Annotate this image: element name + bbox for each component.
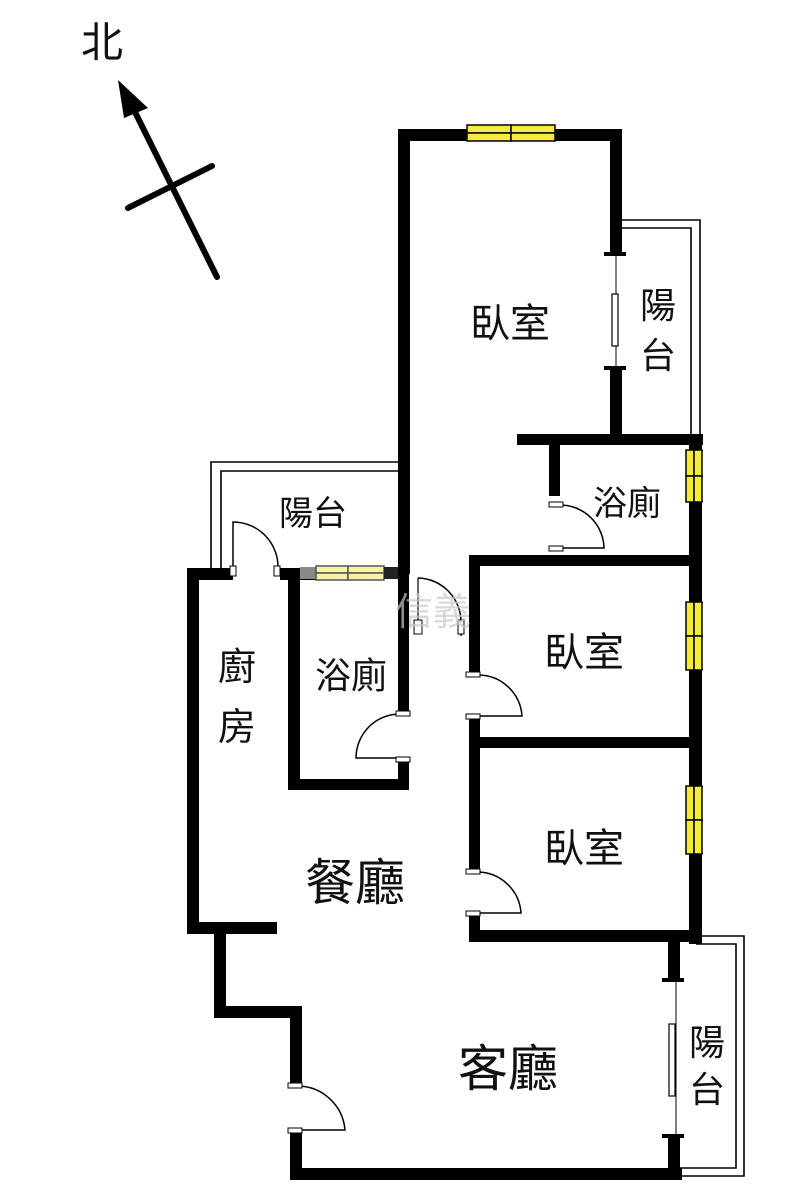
- window-bedroom-2: [685, 601, 703, 671]
- door-kitchen-balcony: [229, 521, 281, 577]
- room-label-back-balcony: 陽台: [279, 494, 347, 534]
- room-label-master-balcony-1: 陽: [640, 286, 676, 327]
- room-label-living-room: 客廳: [458, 1040, 558, 1098]
- door-master-bath: [548, 501, 605, 552]
- door-entrance: [287, 1082, 346, 1134]
- door-bedroom-2: [465, 671, 523, 720]
- room-label-living-balcony-1: 陽: [689, 1023, 725, 1064]
- window-master-north: [466, 124, 556, 142]
- north-label: 北: [81, 18, 123, 67]
- room-label-master-bedroom: 臥室: [470, 301, 550, 347]
- door-common-bath: [355, 710, 411, 763]
- room-label-dining-room: 餐廳: [305, 854, 405, 912]
- windows: [300, 124, 703, 855]
- window-bedroom-3: [685, 785, 703, 855]
- room-label-master-balcony-2: 台: [640, 336, 676, 377]
- window-master-bath: [685, 449, 703, 503]
- room-label-bedroom-2: 臥室: [544, 630, 624, 676]
- balcony-rails: [210, 219, 745, 1177]
- room-label-master-bath: 浴廁: [593, 484, 661, 524]
- room-label-kitchen-2: 房: [218, 705, 256, 749]
- room-label-common-bath: 浴廁: [315, 656, 387, 697]
- north-arrow-icon: [118, 80, 220, 280]
- room-label-bedroom-3: 臥室: [544, 826, 624, 872]
- sliding-door-living-balcony: [662, 978, 684, 1138]
- door-bedroom-3: [465, 868, 522, 917]
- room-label-kitchen-1: 廚: [218, 645, 256, 689]
- doors: [229, 501, 605, 1134]
- window-common-bath: [300, 565, 398, 581]
- room-label-living-balcony-2: 台: [689, 1070, 725, 1111]
- watermark: 信義: [395, 590, 471, 634]
- door-hall: [413, 577, 465, 636]
- walls: [187, 129, 703, 1180]
- sliding-door-master-balcony: [604, 252, 626, 370]
